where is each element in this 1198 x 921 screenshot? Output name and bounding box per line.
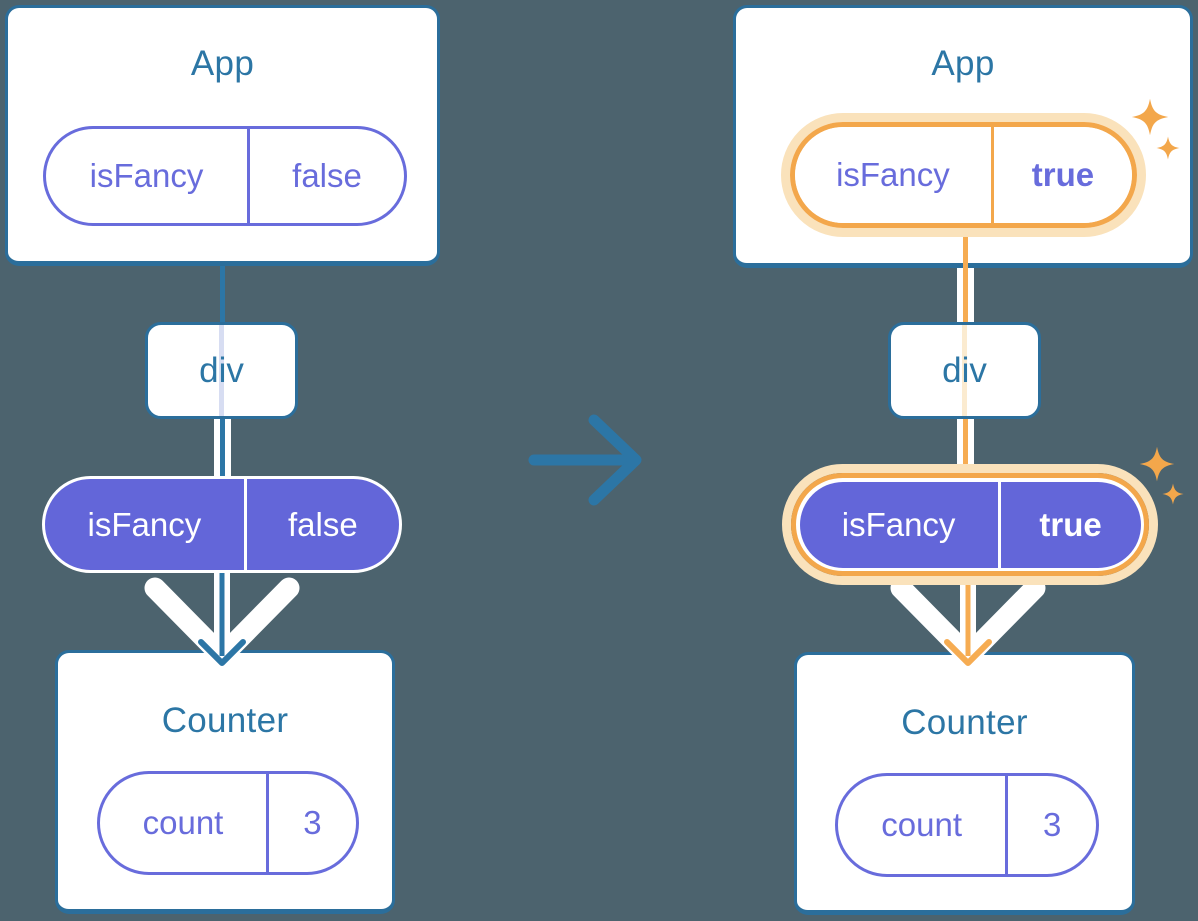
state-pill-before: count 3 [97, 771, 359, 875]
state-name: count [838, 776, 1009, 874]
prop-value: false [288, 505, 358, 543]
prop-name: isFancy [45, 479, 247, 570]
prop-pill-after-highlighted: isFancy true [781, 113, 1146, 237]
sparkle-icon-small [1162, 483, 1184, 505]
component-title: Counter [161, 701, 289, 740]
prop-value: true [1031, 156, 1095, 193]
passed-prop-pill-after-highlighted: isFancy true [782, 464, 1158, 585]
prop-name: isFancy [800, 481, 1001, 568]
prop-pass-through-line-after [962, 325, 967, 416]
edge-app-to-div-before [219, 264, 225, 324]
sparkle-icon-small [1156, 136, 1180, 160]
component-title: App [190, 44, 255, 83]
transition-arrow-icon [528, 414, 642, 506]
state-name: count [100, 774, 269, 872]
state-value: 3 [1042, 806, 1062, 843]
state-value: 3 [303, 804, 322, 841]
prop-pill-before: isFancy false [43, 126, 407, 226]
prop-flow-arrow-before [144, 566, 300, 667]
div-element-box-after: div [888, 322, 1041, 419]
prop-pass-through-line-before [219, 325, 224, 416]
arrowhead [944, 639, 992, 666]
div-label: div [199, 350, 244, 390]
prop-flow-arrow-after [890, 574, 1046, 667]
sparkle-icon-large [1139, 446, 1175, 482]
prop-flow-shaft-core-before [220, 418, 225, 480]
prop-value: true [1039, 505, 1102, 543]
arrowhead [198, 639, 246, 666]
counter-component-card-after: Counter count 3 [794, 652, 1135, 915]
passed-prop-pill-before: isFancy false [42, 476, 402, 573]
app-component-card-before: App isFancy false [5, 5, 440, 266]
component-title: Counter [901, 703, 1028, 742]
div-element-box-before: div [145, 322, 298, 419]
prop-flow-shaft-core-after-mid [963, 418, 968, 472]
prop-name: isFancy [46, 129, 251, 223]
sparkle-icon-large [1131, 98, 1169, 136]
state-pill-after: count 3 [835, 773, 1099, 877]
div-label: div [942, 350, 987, 390]
prop-value: false [292, 157, 362, 194]
component-title: App [931, 44, 995, 83]
prop-name: isFancy [795, 127, 994, 223]
prop-flow-shaft-core-after-top [963, 233, 968, 326]
counter-component-card-before: Counter count 3 [55, 650, 395, 914]
